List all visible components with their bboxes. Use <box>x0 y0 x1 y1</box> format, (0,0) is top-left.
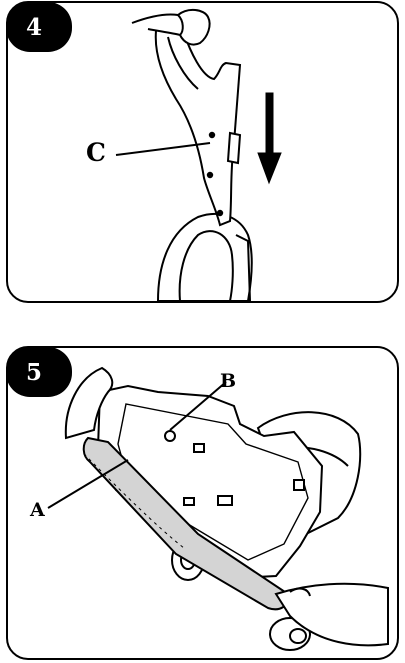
hand-icon <box>64 366 389 647</box>
step-5-panel <box>6 346 399 660</box>
step-4-badge: 4 <box>6 2 72 52</box>
callout-a-label: A <box>30 499 45 521</box>
step-4-illustration <box>115 9 282 301</box>
handle-icon <box>154 22 242 227</box>
step-4-panel <box>6 1 399 303</box>
device-body <box>156 212 253 301</box>
callout-c-label: C <box>86 138 106 167</box>
step-5-badge: 5 <box>6 347 72 397</box>
callout-b-label: B <box>220 370 237 392</box>
hand-icon <box>131 9 211 46</box>
step-5-illustration <box>47 366 389 651</box>
down-arrow-icon <box>257 92 282 185</box>
